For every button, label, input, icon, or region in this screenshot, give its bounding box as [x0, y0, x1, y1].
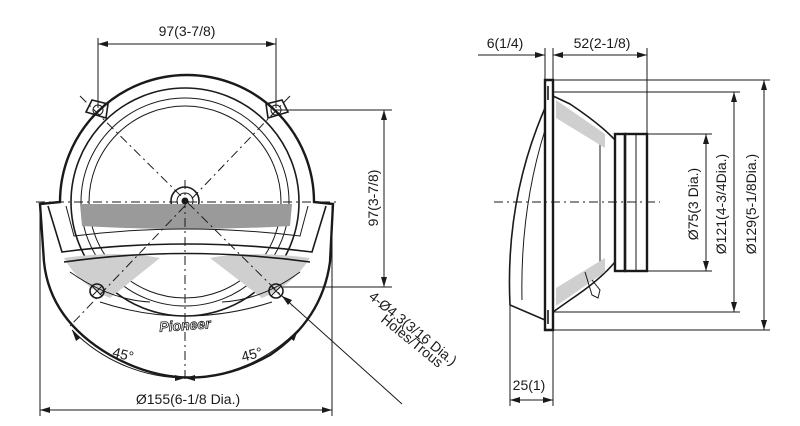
- frame-diameter-label: Ø129(5-1/8Dia.): [743, 154, 759, 254]
- grille-wing-left: [64, 254, 160, 298]
- protrusion-arrow-left: [510, 397, 520, 403]
- grille-band-inner: [65, 205, 309, 237]
- grille-bottom-arc-3: [221, 271, 301, 303]
- right-height-label: 97(3-7/8): [365, 170, 381, 227]
- frame-diameter-arrow-bottom: [761, 320, 767, 330]
- angle-arrow-left-b: [175, 375, 185, 381]
- angle-right-label: 45°: [240, 344, 264, 365]
- diameter-arrow-left: [40, 407, 50, 413]
- mount-depth-arrow-right: [637, 52, 647, 58]
- grille-profile-inner: [521, 129, 546, 301]
- cutout-diameter-arrow-top: [731, 92, 737, 102]
- basket-rib-lower: [556, 258, 605, 306]
- flange: [543, 78, 555, 332]
- hole-note-line-1: 4-Ø4.3(3/16 Dia.): [366, 288, 460, 369]
- hole-leader-line: [281, 295, 403, 405]
- protrusion-arrow-right: [543, 397, 553, 403]
- basket-rib-upper: [556, 100, 605, 148]
- angle-arrow-right-b: [290, 330, 298, 341]
- frame-outline: [38, 73, 335, 379]
- hole-leader-arrow: [282, 296, 292, 305]
- overall-diameter-label: Ø155(6-1/8 Dia.): [136, 391, 240, 407]
- angle-arrow-left-a: [72, 330, 80, 341]
- mount-hole-bottom-right: [268, 283, 284, 299]
- terminal: [584, 271, 601, 299]
- right-height-arrow-top: [381, 110, 387, 120]
- angle-arc-left: [71, 329, 186, 379]
- side-view: 6(1/4) 52(2-1/8) Ø75(3 Dia.) Ø121(4-3/4D…: [478, 35, 770, 406]
- front-protrusion-label: 25(1): [513, 377, 546, 393]
- mount-depth-label: 52(2-1/8): [574, 35, 631, 51]
- mount-hole-top-left: [84, 99, 109, 120]
- magnet-diameter-arrow-bottom: [703, 261, 709, 271]
- top-width-arrow-left: [98, 41, 108, 47]
- diagonal-centerline-a: [79, 95, 293, 307]
- cutout-diameter-label: Ø121(4-3/4Dia.): [713, 154, 729, 254]
- grille-profile: [508, 107, 546, 321]
- right-height-arrow-bottom: [381, 277, 387, 287]
- frame-diameter-arrow-top: [761, 80, 767, 90]
- angle-arc-right: [184, 329, 299, 379]
- magnet-diameter-arrow-top: [703, 134, 709, 144]
- grille-band-shade: [80, 204, 292, 229]
- mount-hole-top-right: [265, 99, 290, 120]
- front-view: Pioneer 97(3-7/8) 97(3-7/8) 4-Ø4.3(3/16 …: [36, 23, 460, 416]
- angle-left-label: 45°: [111, 344, 135, 365]
- angle-arrow-right-a: [185, 375, 195, 381]
- flange-thickness-label: 6(1/4): [487, 35, 524, 51]
- cutout-diameter-arrow-bottom: [731, 302, 737, 312]
- grille-bottom-arc-2: [69, 271, 151, 303]
- grille-lower-arc: [63, 252, 311, 263]
- top-width-arrow-right: [266, 41, 276, 47]
- brand-logo: Pioneer: [159, 315, 213, 335]
- grille-wing-right: [210, 254, 310, 298]
- grille-band-outer: [47, 205, 327, 253]
- grille-bottom-arc: [99, 301, 273, 317]
- top-width-label: 97(3-7/8): [159, 23, 216, 39]
- diameter-arrow-right: [322, 407, 332, 413]
- flange-thickness-arrow-left: [535, 52, 545, 58]
- diagonal-centerline-b: [69, 95, 291, 327]
- magnet-diameter-label: Ø75(3 Dia.): [685, 168, 701, 240]
